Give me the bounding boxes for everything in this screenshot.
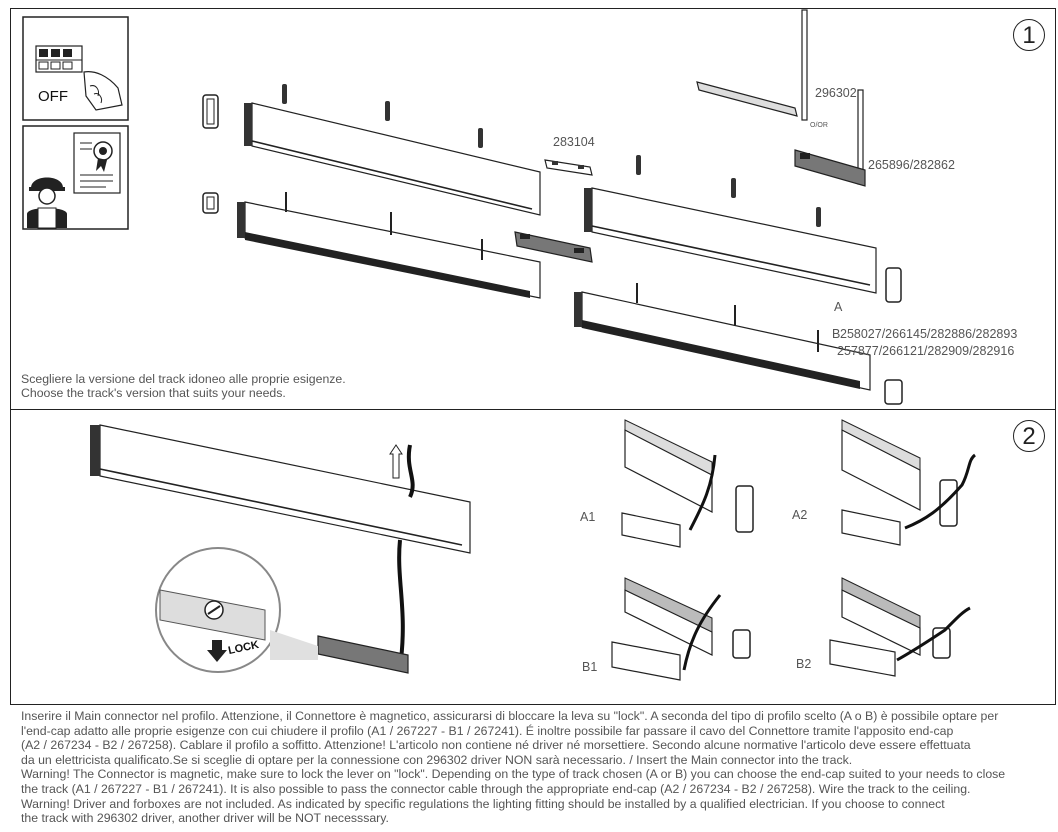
joiner-283104	[514, 159, 593, 263]
track-a-left	[202, 84, 541, 216]
track-a-right	[584, 155, 902, 303]
variant-b2-illustration	[829, 577, 971, 677]
variant-a1-label: A1	[580, 510, 596, 524]
variant-b1-illustration	[611, 577, 751, 681]
variant-a1-illustration	[621, 419, 754, 548]
instruction-line: Inserire il Main connector nel profilo. …	[21, 709, 999, 723]
step-2-panel	[10, 409, 1056, 705]
variant-b1-label: B1	[582, 660, 598, 674]
track-b-codes: 257877/266121/282909/282916	[837, 344, 1015, 358]
instruction-line: the track with 296302 driver, another dr…	[21, 811, 389, 826]
instruction-line: da un elettricista qualificato.Se si sce…	[21, 752, 853, 767]
track-b-right	[574, 283, 903, 405]
track-b-label: B	[832, 327, 841, 341]
qualified-electrician-icon	[22, 125, 129, 230]
track-a-label: A	[834, 300, 843, 314]
step1-caption-en: Choose the track's version that suits yo…	[21, 386, 286, 400]
variant-a2-illustration	[841, 419, 977, 546]
corner-code: 296302	[815, 86, 857, 100]
joiner-code: 283104	[553, 135, 595, 149]
step-number-1: 1	[1013, 19, 1045, 51]
track-a-codes: 258027/266145/282886/282893	[840, 327, 1018, 341]
off-label: OFF	[38, 88, 68, 105]
variant-b2-label: B2	[796, 657, 812, 671]
step1-caption-it: Scegliere la versione del track idoneo a…	[21, 372, 346, 386]
instruction-line: (A2 / 267234 - B2 / 267258). Cablare il …	[21, 738, 971, 753]
main-track-illustration	[90, 424, 471, 674]
instruction-line: l'end-cap adatto alle proprie esigenze c…	[21, 723, 954, 738]
power-off-icon	[22, 16, 129, 121]
instruction-line: Warning! Driver and forboxes are not inc…	[21, 796, 945, 811]
instruction-line: Warning! The Connector is magnetic, make…	[21, 767, 1006, 782]
instructions-text: Inserire il Main connector nel profilo. …	[21, 709, 1051, 826]
instruction-line: the track (A1 / 267227 - B1 / 267241). I…	[21, 781, 971, 796]
track-b-left	[202, 192, 541, 299]
corner-connector-296302	[696, 9, 866, 187]
corner-connector-code: 265896/282862	[868, 158, 955, 172]
step-number-2: 2	[1013, 420, 1045, 452]
variant-a2-label: A2	[792, 508, 808, 522]
or-mark: O/OR	[810, 122, 828, 129]
